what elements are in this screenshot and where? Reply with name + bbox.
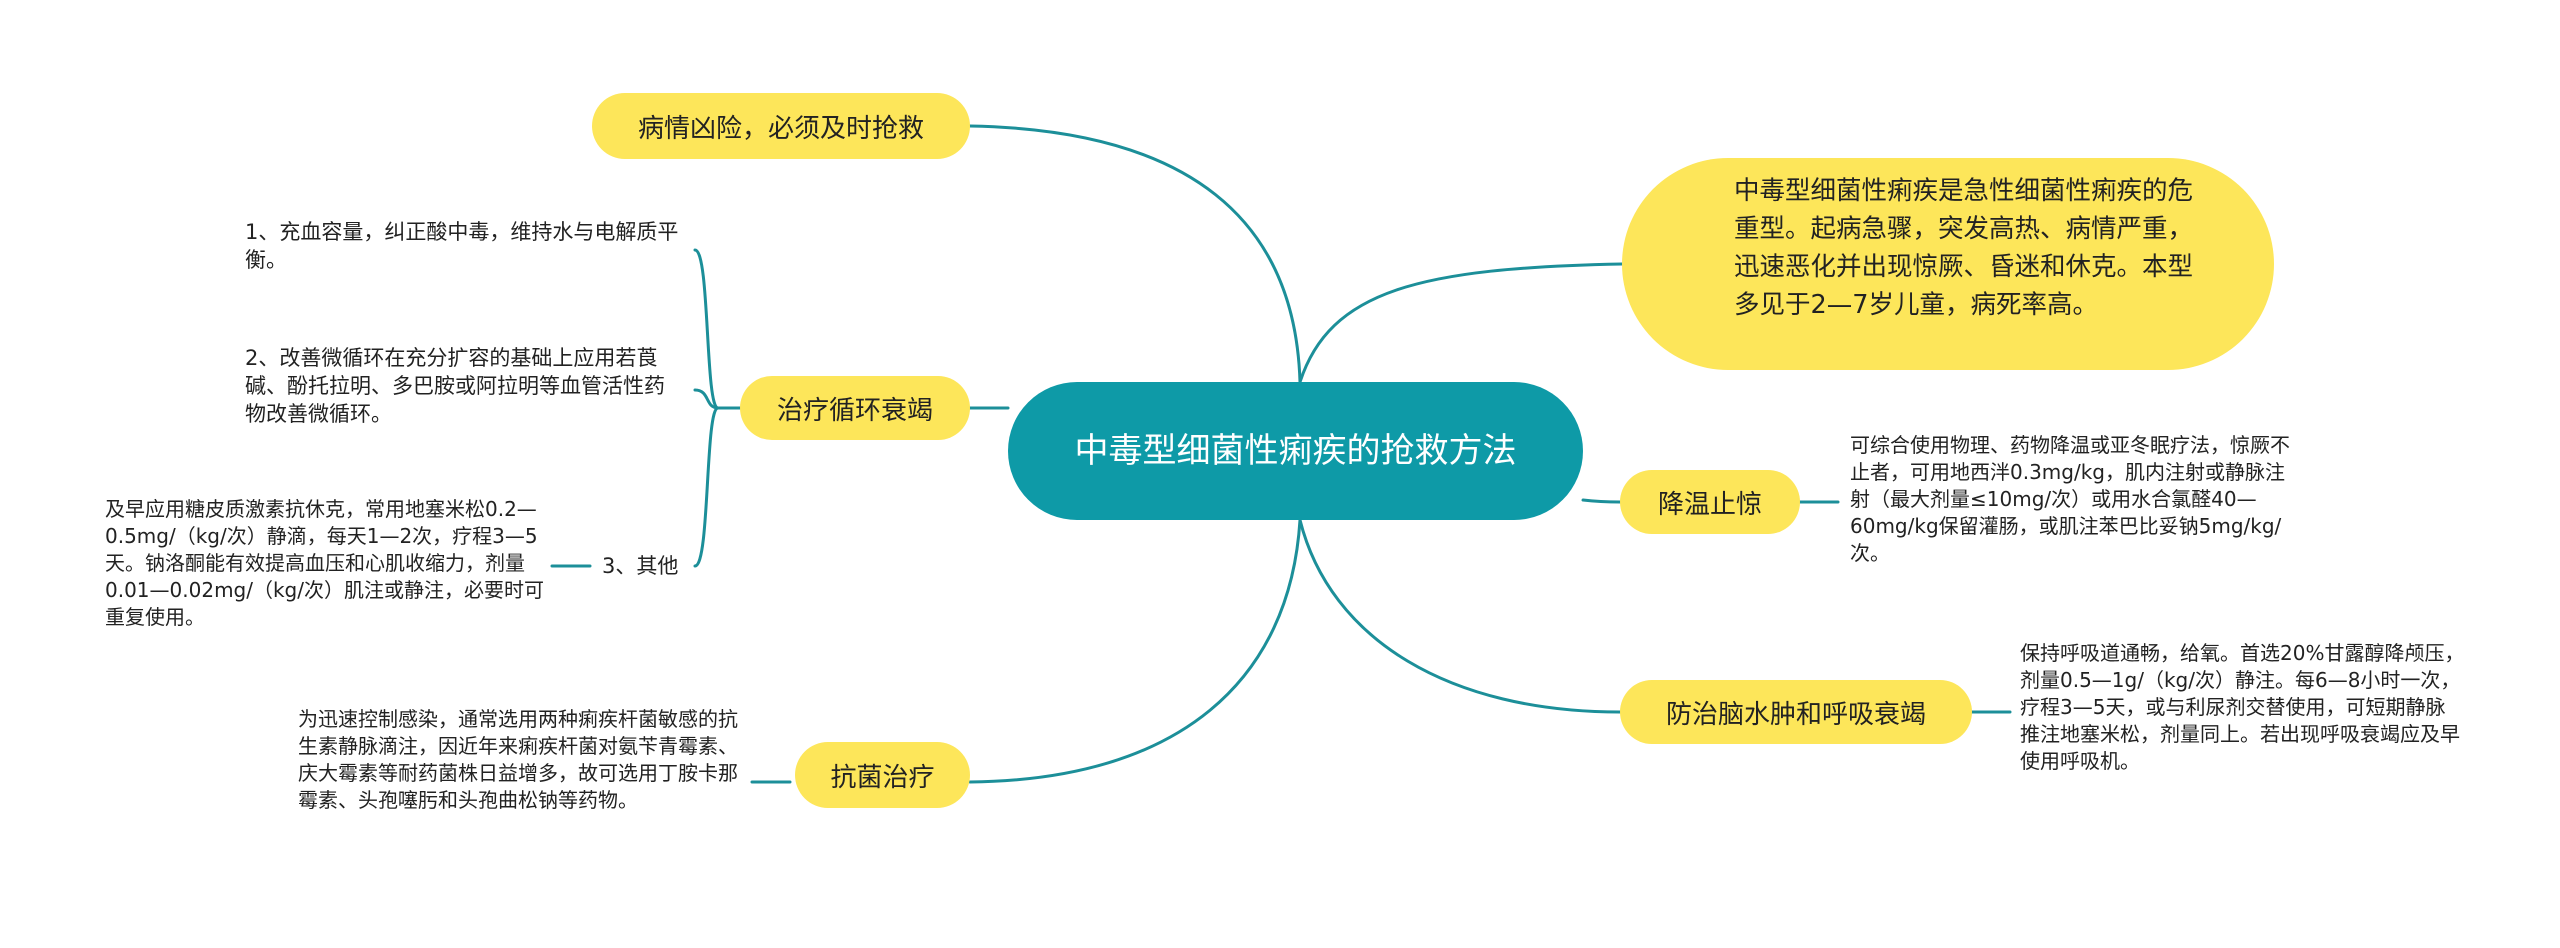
antibiotic-note: 为迅速控制感染，通常选用两种痢疾杆菌敏感的抗生素静脉滴注，因近年来痢疾杆菌对氨苄… xyxy=(298,707,738,812)
edema-note: 保持呼吸道通畅，给氧。首选20%甘露醇降颅压，剂量0.5—1g/（kg/次）静注… xyxy=(2020,641,2465,773)
circulation-item-3-note: 及早应用糖皮质激素抗休克，常用地塞米松0.2—0.5mg/（kg/次）静滴，每天… xyxy=(105,497,544,629)
branch-cooling-label: 降温止惊 xyxy=(1657,489,1762,520)
link-intro xyxy=(1298,262,1624,384)
branch-danger-label: 病情凶险，必须及时抢救 xyxy=(637,113,924,144)
circulation-item-1: 1、充血容量，纠正酸中毒，维持水与电解质平衡。 xyxy=(245,220,679,272)
branch-edema-label: 防治脑水肿和呼吸衰竭 xyxy=(1665,699,1926,730)
cooling-note: 可综合使用物理、药物降温或亚冬眠疗法，惊厥不止者，可用地西泮0.3mg/kg，肌… xyxy=(1850,433,2290,565)
circulation-item-2: 2、改善微循环在充分扩容的基础上应用若莨碱、酚托拉明、多巴胺或阿拉明等血管活性药… xyxy=(245,346,665,426)
bracket-item1 xyxy=(693,248,720,410)
link-danger xyxy=(968,124,1302,384)
branch-antibiotic[interactable]: 抗菌治疗 xyxy=(795,742,970,808)
branch-cooling[interactable]: 降温止惊 xyxy=(1620,470,1800,534)
bracket-item2 xyxy=(693,388,720,410)
branch-circulation-label: 治疗循环衰竭 xyxy=(776,395,933,426)
intro-text: 中毒型细菌性痢疾是急性细菌性痢疾的危重型。起病急骤，突发高热、病情严重，迅速恶化… xyxy=(1734,176,2194,320)
link-antibiotic xyxy=(968,518,1302,784)
intro-node[interactable]: 中毒型细菌性痢疾是急性细菌性痢疾的危重型。起病急骤，突发高热、病情严重，迅速恶化… xyxy=(1622,158,2274,370)
link-cooling xyxy=(1581,498,1622,504)
branch-antibiotic-label: 抗菌治疗 xyxy=(830,762,935,793)
branch-circulation[interactable]: 治疗循环衰竭 xyxy=(740,376,970,440)
branch-edema[interactable]: 防治脑水肿和呼吸衰竭 xyxy=(1620,680,1972,744)
branch-danger[interactable]: 病情凶险，必须及时抢救 xyxy=(592,93,970,159)
bracket-item3 xyxy=(693,406,720,568)
central-topic[interactable]: 中毒型细菌性痢疾的抢救方法 xyxy=(1008,382,1583,520)
link-edema xyxy=(1298,518,1622,714)
circulation-item-3: 3、其他 xyxy=(602,554,679,578)
central-topic-label: 中毒型细菌性痢疾的抢救方法 xyxy=(1074,431,1517,471)
